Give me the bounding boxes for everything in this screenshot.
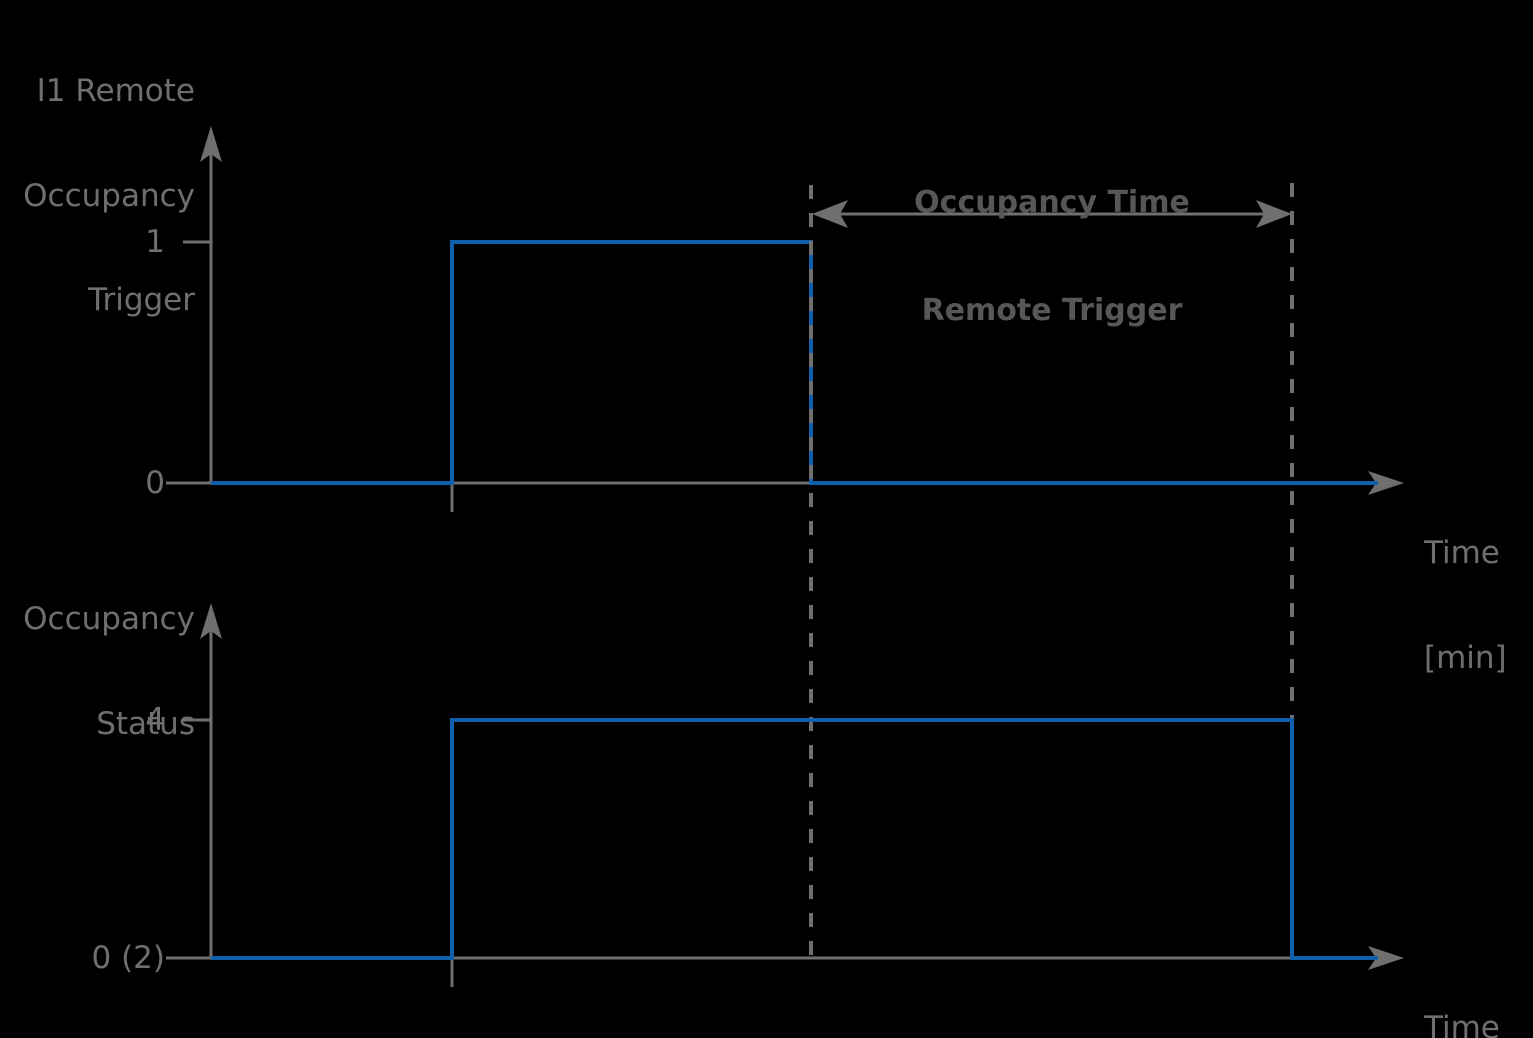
chart1-x-axis-label-line2: [min] <box>1424 639 1507 676</box>
chart1-axis-title-line1: I1 Remote <box>36 73 195 110</box>
occupancy-time-annotation-line2: Remote Trigger <box>921 293 1183 328</box>
occupancy-time-annotation: Occupancy Time Remote Trigger <box>812 113 1292 401</box>
chart1-y-axis <box>200 126 222 483</box>
chart2-y-axis-arrowhead <box>200 603 222 639</box>
chart1-ytick-label-high: 1 <box>145 224 165 260</box>
chart2-signal-waveform <box>211 718 1378 960</box>
chart2-axis-title-line1: Occupancy <box>23 601 195 638</box>
chart1-ytick-label-low: 0 <box>145 465 165 501</box>
chart2-ytick-label-low: 0 (2) <box>91 940 166 976</box>
chart1-axis-title: I1 Remote Occupancy Trigger <box>0 5 195 387</box>
chart2-axis-title: Occupancy Status <box>0 533 195 811</box>
chart2-ytick-label-high: 4 <box>145 702 165 738</box>
occupancy-time-annotation-line1: Occupancy Time <box>914 185 1190 220</box>
chart2-x-axis-arrowhead <box>1368 946 1404 970</box>
chart2-x-axis-label-line1: Time <box>1424 1010 1500 1038</box>
chart2-x-axis-label: Time [min] <box>1424 942 1507 1038</box>
chart1-y-axis-arrowhead <box>200 126 222 162</box>
chart1-x-axis-label-line1: Time <box>1424 535 1500 572</box>
measure-arrowhead-right <box>1256 200 1292 228</box>
measure-arrowhead-left <box>812 200 848 228</box>
chart1-x-axis-arrowhead <box>1368 471 1404 495</box>
chart1-x-axis-label: Time [min] <box>1424 467 1507 745</box>
chart2-y-axis <box>200 603 222 958</box>
occupancy-time-measure-arrow <box>812 200 1292 228</box>
chart1-signal-waveform <box>211 240 1378 485</box>
chart2-axis-title-line2: Status <box>96 705 195 742</box>
chart1-axis-title-line2: Occupancy <box>23 177 195 214</box>
chart1-axis-title-line3: Trigger <box>88 281 195 318</box>
